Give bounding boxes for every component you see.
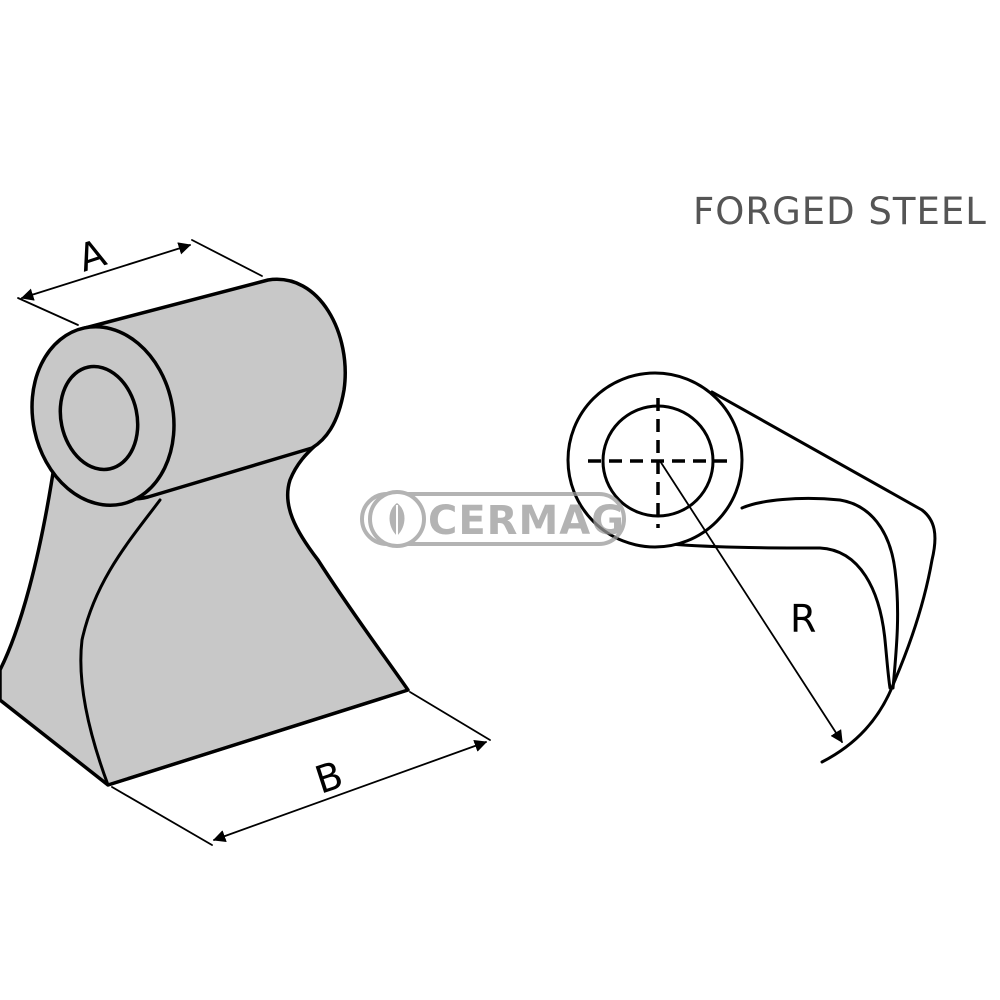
profile-inner-upper (740, 496, 900, 690)
watermark-text: CERMAG (428, 498, 625, 544)
radius-line (659, 460, 843, 744)
hub-bore (58, 364, 140, 472)
blade-fold-line (79, 498, 162, 787)
dimension-r-label: R (790, 597, 816, 641)
hammer-side-view: R (566, 371, 937, 764)
blade-body (0, 436, 410, 787)
blade-edge (106, 688, 410, 787)
profile-outer (710, 390, 937, 682)
cermag-watermark: CERMAG (360, 490, 626, 548)
profile-inner-lower (668, 542, 892, 690)
hammer-3d-view (0, 277, 410, 787)
radius-arc (820, 678, 897, 764)
material-title: FORGED STEEL (693, 190, 987, 233)
wheat-leaf-icon (368, 490, 426, 548)
dimension-a-label: A (73, 231, 111, 281)
dimension-b-label: B (310, 753, 348, 803)
